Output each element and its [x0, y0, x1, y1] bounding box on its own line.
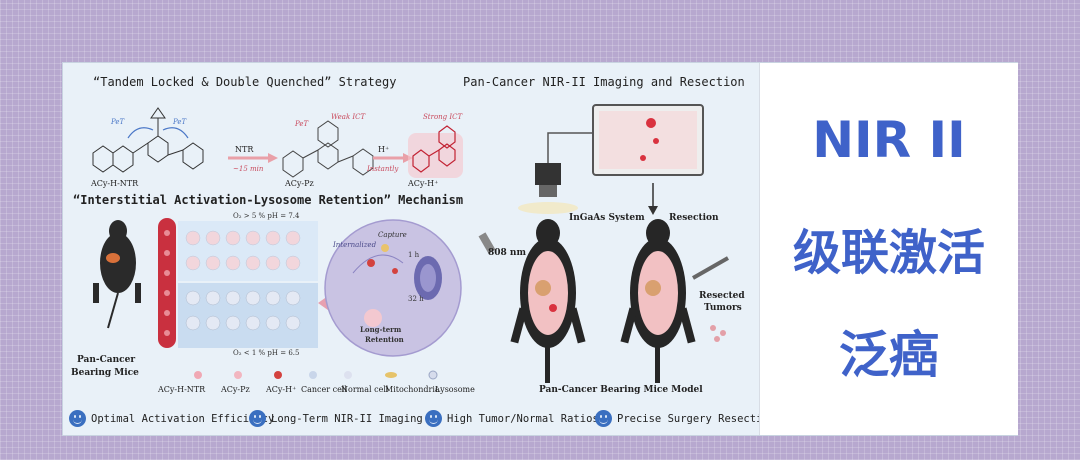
mice-label-line1: Pan-Cancer	[77, 355, 136, 365]
feature-2: Long-Term NIR-II Imaging	[271, 413, 423, 425]
arrow-instantly-label: Instantly	[367, 165, 399, 173]
weak-ict-label: Weak ICT	[331, 113, 366, 121]
ingaas-label: InGaAs System	[569, 213, 645, 223]
resected-label-1: Resected	[699, 291, 745, 301]
legend-label-3: ACy-H⁺	[266, 385, 297, 394]
pet-label-3: PeT	[295, 120, 309, 128]
smile-icon	[249, 410, 266, 427]
strong-ict-label: Strong ICT	[423, 113, 463, 121]
figure-card: “Tandem Locked & Double Quenched” Strate…	[62, 62, 1018, 436]
o2-top-label: O₂ > 5 % pH = 7.4	[233, 212, 300, 220]
arrow-time-label: ~15 min	[233, 165, 264, 173]
o2-bottom-label: O₂ < 1 % pH = 6.5	[233, 349, 300, 357]
title-line-cascade: 级联激活	[792, 225, 985, 281]
molecule-label-3: ACy-H⁺	[408, 179, 439, 188]
long-term-label: Long-term	[360, 325, 402, 334]
smile-icon	[595, 410, 612, 427]
legend-label-2: ACy-Pz	[221, 385, 250, 394]
smile-icon	[425, 410, 442, 427]
pet-label-1: PeT	[111, 118, 125, 126]
feature-bar: Optimal Activation Efficiency Long-Term …	[63, 405, 775, 435]
mechanism-title: “Interstitial Activation-Lysosome Retent…	[73, 193, 464, 207]
molecule-structures	[92, 107, 463, 178]
resection-label: Resection	[669, 213, 719, 223]
legend-glyphs	[194, 370, 438, 380]
arrow-ntr-label: NTR	[235, 145, 254, 154]
one-hour-label: 1 h	[408, 251, 420, 259]
graphical-abstract: “Tandem Locked & Double Quenched” Strate…	[63, 63, 775, 435]
feature-1: Optimal Activation Efficiency	[91, 413, 275, 425]
internalized-label: Internalized	[333, 241, 377, 249]
legend-label-4: Cancer cell	[301, 385, 347, 394]
legend-label-7: Lysosome	[435, 385, 475, 394]
retention-label: Retention	[365, 335, 404, 344]
pet-label-2: PeT	[173, 118, 187, 126]
title-line-nir: NIR II	[812, 111, 966, 169]
feature-3: High Tumor/Normal Ratios	[447, 413, 599, 425]
imaging-title: Pan-Cancer NIR-II Imaging and Resection	[463, 75, 745, 89]
molecule-label-2: ACy-Pz	[285, 179, 314, 188]
title-line-pancancer: 泛癌	[839, 326, 939, 384]
legend-label-5: Normal cell	[341, 385, 389, 394]
capture-label: Capture	[378, 231, 407, 239]
resected-label-2: Tumors	[704, 303, 742, 313]
thirtytwo-hour-label: 32 h	[408, 295, 424, 303]
title-panel: NIR II 级联激活 泛癌	[759, 63, 1018, 435]
mice-label-line2: Bearing Mice	[71, 368, 139, 378]
mouse-silhouette-left	[93, 220, 141, 329]
legend-label-6: Mitochondria	[385, 385, 440, 394]
arrow-h-label: H⁺	[378, 145, 390, 154]
molecule-label-1: ACy-H-NTR	[91, 179, 139, 188]
model-label: Pan-Cancer Bearing Mice Model	[539, 385, 703, 395]
mechanism-illustration	[93, 218, 462, 380]
feature-4: Precise Surgery Resection	[617, 413, 776, 425]
legend-label-1: ACy-H-NTR	[158, 385, 206, 394]
imaging-illustration	[478, 104, 729, 383]
laser-label: 808 nm	[488, 248, 526, 258]
strategy-title: “Tandem Locked & Double Quenched” Strate…	[93, 75, 397, 89]
smile-icon	[69, 410, 86, 427]
